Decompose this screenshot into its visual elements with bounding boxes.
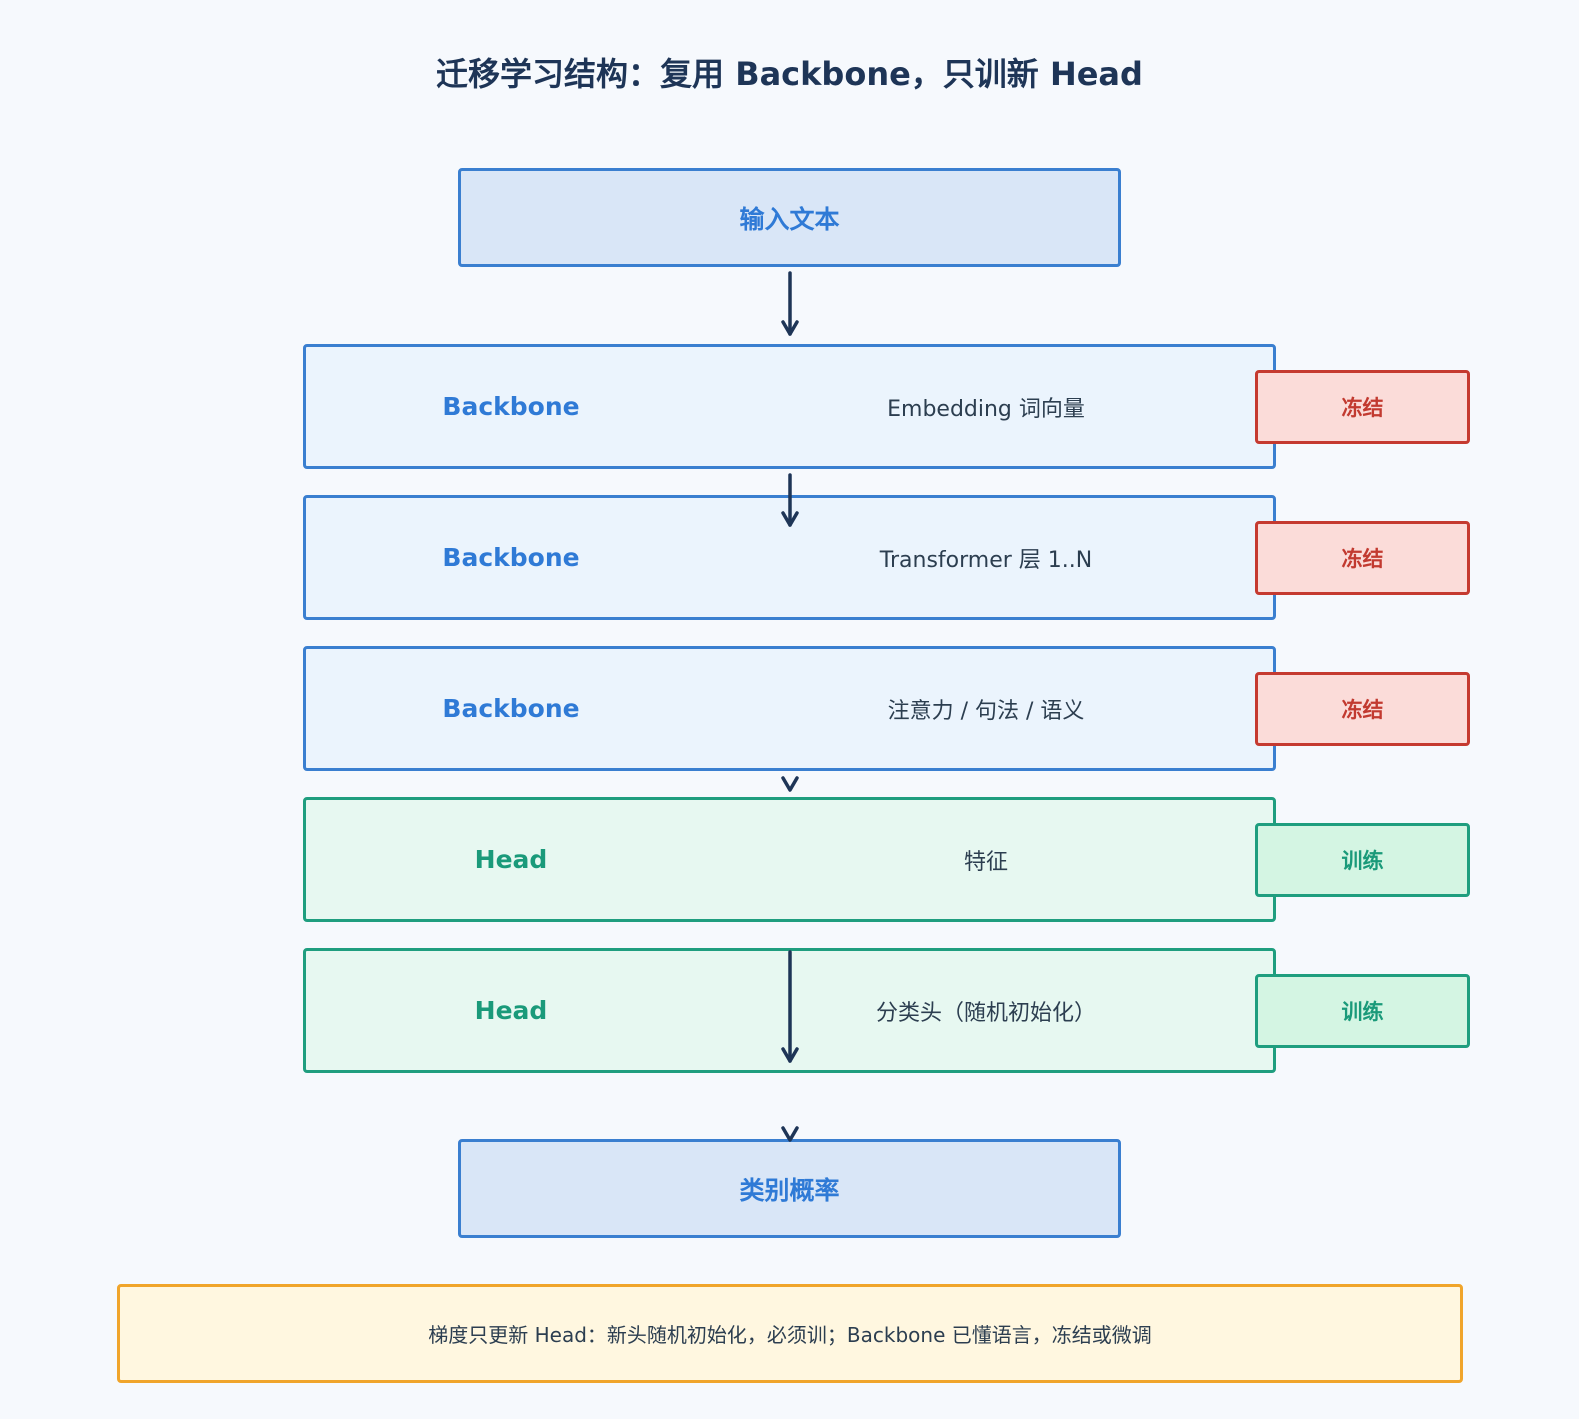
- layer-description: 特征: [963, 849, 1008, 875]
- layer-description: Embedding 词向量: [887, 396, 1085, 422]
- frozen-badge: 冻结: [1255, 521, 1470, 595]
- frozen-badge: 冻结: [1255, 672, 1470, 746]
- input-text-box: 输入文本: [458, 168, 1121, 267]
- train-badge: 训练: [1255, 974, 1470, 1048]
- arrow-attention-to-features: [781, 776, 799, 792]
- layer-kind-label: Backbone: [442, 694, 580, 723]
- layer-embedding: Backbone Embedding 词向量: [303, 344, 1276, 469]
- output-probability-box: 类别概率: [458, 1139, 1121, 1238]
- input-text-label: 输入文本: [739, 204, 840, 234]
- layer-attention: Backbone 注意力 / 句法 / 语义: [303, 646, 1276, 771]
- layer-description: 分类头（随机初始化）: [875, 1000, 1096, 1026]
- output-probability-label: 类别概率: [739, 1175, 840, 1205]
- arrow-input-to-embedding: [781, 271, 799, 336]
- layer-kind-label: Head: [474, 996, 548, 1025]
- layer-transformer: Backbone Transformer 层 1..N: [303, 495, 1276, 620]
- layer-kind-label: Backbone: [442, 392, 580, 421]
- layer-classifier-head: Head 分类头（随机初始化）: [303, 948, 1276, 1073]
- diagram-title: 迁移学习结构：复用 Backbone，只训新 Head: [436, 55, 1143, 93]
- frozen-badge: 冻结: [1255, 370, 1470, 444]
- gradient-note: 梯度只更新 Head：新头随机初始化，必须训；Backbone 已懂语言，冻结或…: [117, 1284, 1463, 1383]
- layer-description: 注意力 / 句法 / 语义: [887, 698, 1085, 724]
- train-badge: 训练: [1255, 823, 1470, 897]
- layer-description: Transformer 层 1..N: [879, 547, 1093, 573]
- layer-kind-label: Backbone: [442, 543, 580, 572]
- layer-features: Head 特征: [303, 797, 1276, 922]
- layer-kind-label: Head: [474, 845, 548, 874]
